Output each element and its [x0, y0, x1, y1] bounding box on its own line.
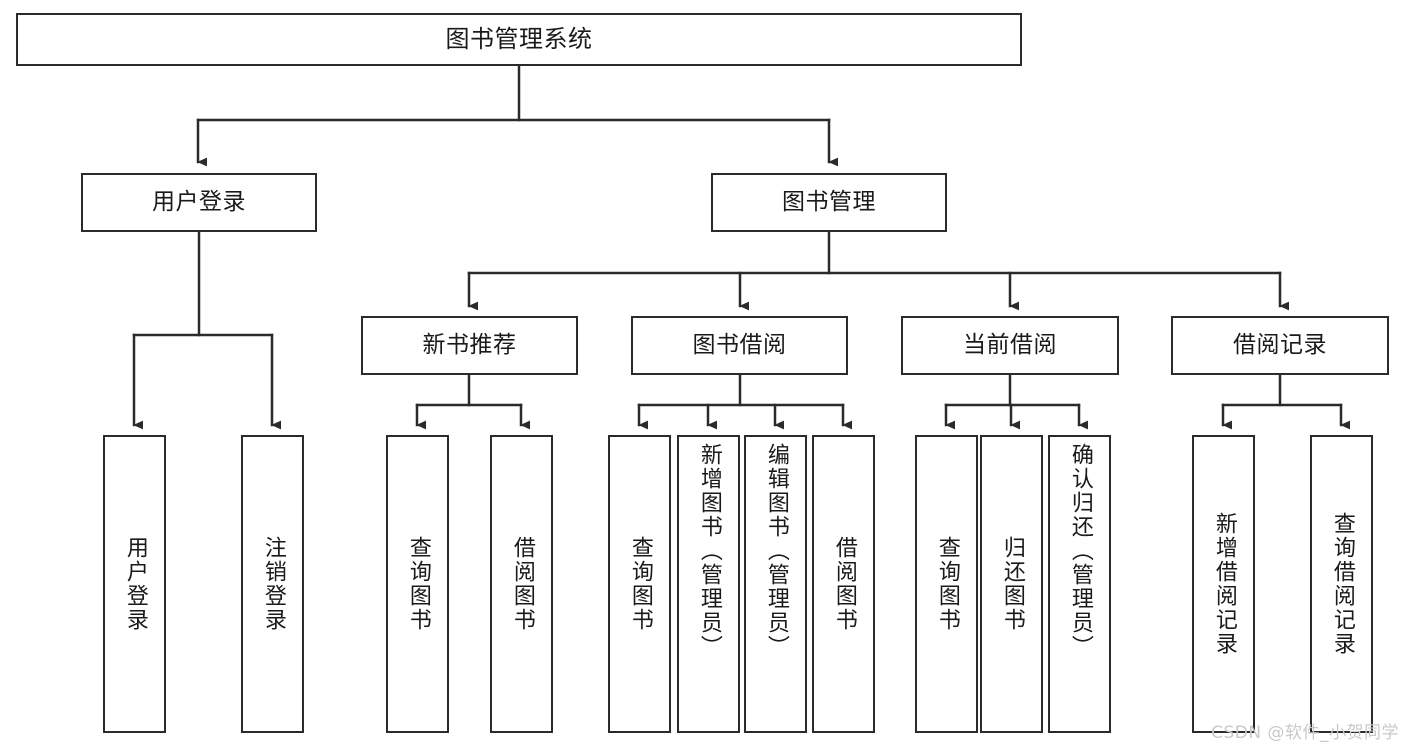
node-label: 图书借阅 — [692, 331, 787, 358]
node-current-borrow[interactable]: 当前借阅 — [901, 316, 1119, 375]
node-label: 新增借阅记录 — [1211, 512, 1237, 656]
node-leaf-query-book-2[interactable]: 查询图书 — [608, 435, 671, 733]
node-root-book-management-system[interactable]: 图书管理系统 — [16, 13, 1022, 66]
node-new-book-recommend[interactable]: 新书推荐 — [361, 316, 578, 375]
node-label: 借阅图书 — [509, 536, 535, 632]
node-label: 图书管理 — [782, 188, 876, 215]
node-label: 查询图书 — [934, 536, 960, 632]
node-label: 当前借阅 — [963, 331, 1057, 358]
node-label: 查询借阅记录 — [1329, 512, 1355, 656]
node-leaf-confirm-return[interactable]: 确认归还（管理员） — [1048, 435, 1111, 733]
node-label: 查询图书 — [627, 536, 653, 632]
node-label: 借阅记录 — [1233, 331, 1327, 358]
node-label: 归还图书 — [999, 536, 1025, 632]
node-leaf-add-record[interactable]: 新增借阅记录 — [1192, 435, 1255, 733]
node-user-login[interactable]: 用户登录 — [81, 173, 317, 232]
node-leaf-edit-book[interactable]: 编辑图书（管理员） — [744, 435, 807, 733]
node-label: 借阅图书 — [831, 536, 857, 632]
node-leaf-borrow-book-2[interactable]: 借阅图书 — [812, 435, 875, 733]
node-leaf-logout-login[interactable]: 注销登录 — [241, 435, 304, 733]
node-book-borrow[interactable]: 图书借阅 — [631, 316, 848, 375]
node-leaf-add-book[interactable]: 新增图书（管理员） — [677, 435, 740, 733]
node-label: 确认归还（管理员） — [1067, 443, 1093, 659]
node-book-management[interactable]: 图书管理 — [711, 173, 947, 232]
node-label: 编辑图书（管理员） — [763, 443, 789, 659]
node-leaf-return-book[interactable]: 归还图书 — [980, 435, 1043, 733]
node-label: 用户登录 — [122, 536, 148, 632]
node-label: 新书推荐 — [422, 331, 517, 358]
node-label: 新增图书（管理员） — [696, 443, 722, 659]
node-leaf-borrow-book-1[interactable]: 借阅图书 — [490, 435, 553, 733]
node-label: 用户登录 — [152, 188, 246, 215]
node-label: 注销登录 — [260, 536, 286, 632]
node-leaf-query-book-3[interactable]: 查询图书 — [915, 435, 978, 733]
node-label: 图书管理系统 — [445, 25, 593, 54]
node-leaf-query-book-1[interactable]: 查询图书 — [386, 435, 449, 733]
node-borrow-record[interactable]: 借阅记录 — [1171, 316, 1389, 375]
node-leaf-user-login[interactable]: 用户登录 — [103, 435, 166, 733]
node-label: 查询图书 — [405, 536, 431, 632]
node-leaf-query-record[interactable]: 查询借阅记录 — [1310, 435, 1373, 733]
